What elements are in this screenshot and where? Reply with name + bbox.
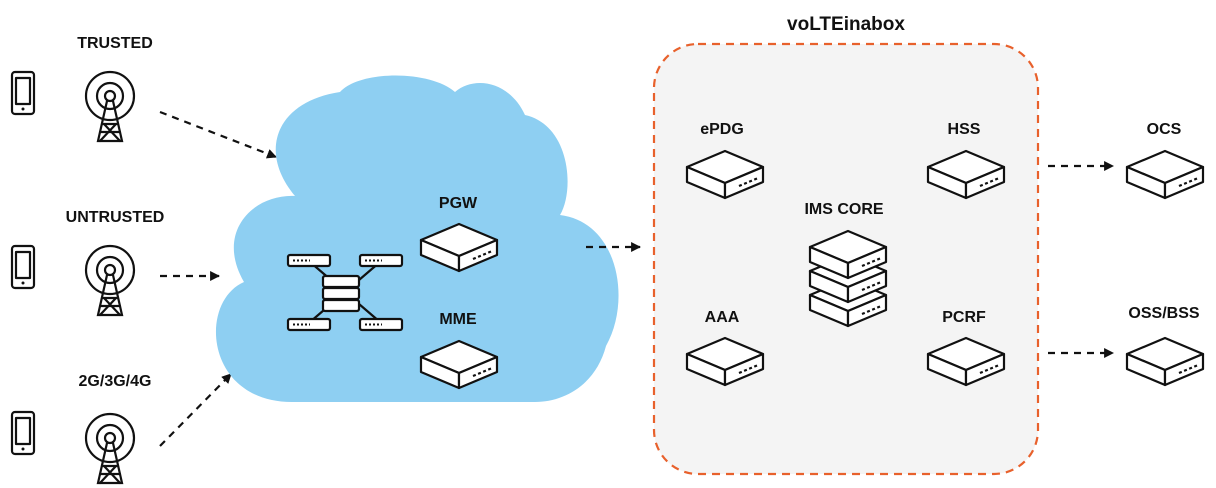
ims-core-server-stack-icon — [808, 229, 888, 328]
pgw-label: PGW — [439, 195, 478, 212]
switch-icon — [286, 253, 404, 332]
ocs-label: OCS — [1147, 121, 1182, 138]
untrusted-phone-icon — [10, 244, 36, 290]
ocs-server-icon — [1125, 149, 1205, 200]
oss-bss-label: OSS/BSS — [1128, 305, 1199, 322]
trusted-arrow — [159, 110, 277, 159]
trusted-label: TRUSTED — [77, 35, 153, 52]
hss-label: HSS — [948, 121, 981, 138]
pcrf-label: PCRF — [942, 309, 986, 326]
diagram-title: voLTEinabox — [787, 14, 905, 35]
legacy-antenna-icon — [84, 412, 136, 485]
core-cloud — [215, 75, 619, 402]
untrusted-antenna-icon — [84, 244, 136, 317]
epdg-label: ePDG — [700, 121, 744, 138]
oss-bss-server-icon — [1125, 336, 1205, 387]
legacy-label: 2G/3G/4G — [79, 373, 152, 390]
trusted-phone-icon — [10, 70, 36, 116]
aaa-label: AAA — [705, 309, 740, 326]
ims-core-label: IMS CORE — [804, 201, 883, 218]
legacy-phone-icon — [10, 410, 36, 456]
trusted-antenna-icon — [84, 70, 136, 143]
untrusted-label: UNTRUSTED — [66, 209, 165, 226]
legacy-arrow — [159, 373, 232, 447]
mme-label: MME — [439, 311, 477, 328]
